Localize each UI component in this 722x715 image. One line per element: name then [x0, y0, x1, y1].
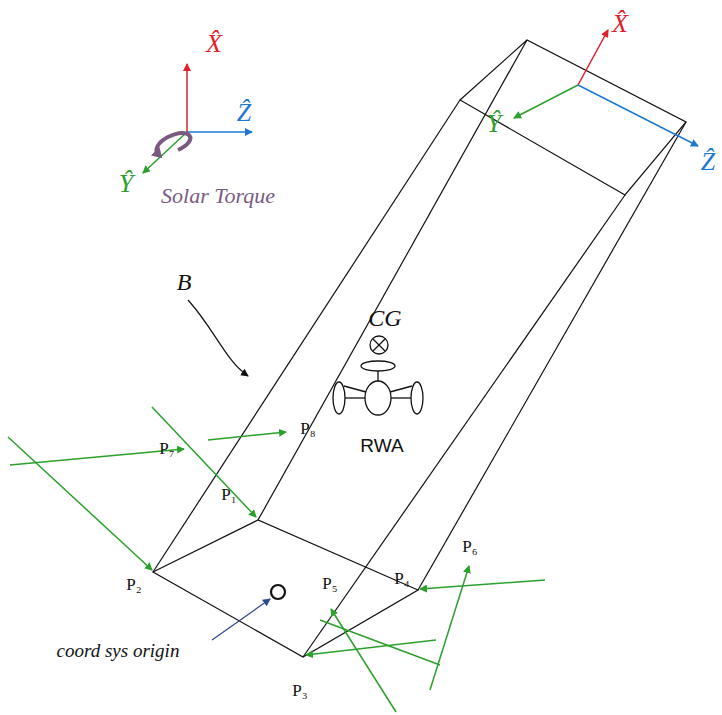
- point-label: P₇: [159, 440, 174, 457]
- axis-label: Ẑ: [701, 149, 715, 175]
- reference-axes: [143, 64, 252, 173]
- leader-line: [212, 599, 270, 640]
- point-label: P₃: [292, 682, 307, 699]
- point-label: P₅: [322, 575, 337, 592]
- thruster-force-arrows: [8, 407, 545, 712]
- axis-label: Ŷ: [487, 111, 501, 137]
- point-label: P₆: [462, 538, 477, 555]
- note-label: coord sys origin: [57, 641, 180, 660]
- body-axes: [514, 30, 698, 146]
- point-label: P₂: [126, 576, 141, 593]
- cg-symbol: [370, 336, 388, 354]
- leader-line: [188, 300, 248, 376]
- point-label: P₄: [394, 570, 409, 587]
- torque-label: Solar Torque: [161, 185, 275, 207]
- origin-marker: [271, 585, 285, 599]
- spacecraft-body: [153, 40, 686, 657]
- axis-label: Ẑ: [237, 100, 251, 126]
- point-label: P₈: [300, 420, 315, 437]
- cg-label: CG: [368, 306, 401, 330]
- point-label: P₁: [221, 486, 236, 503]
- reaction-wheel-symbol: [333, 361, 423, 415]
- component-label: RWA: [360, 436, 403, 455]
- axis-label: X̂: [206, 31, 222, 57]
- axis-label: X̂: [612, 11, 628, 37]
- body-label: B: [177, 270, 192, 294]
- axis-label: Ŷ: [119, 171, 133, 197]
